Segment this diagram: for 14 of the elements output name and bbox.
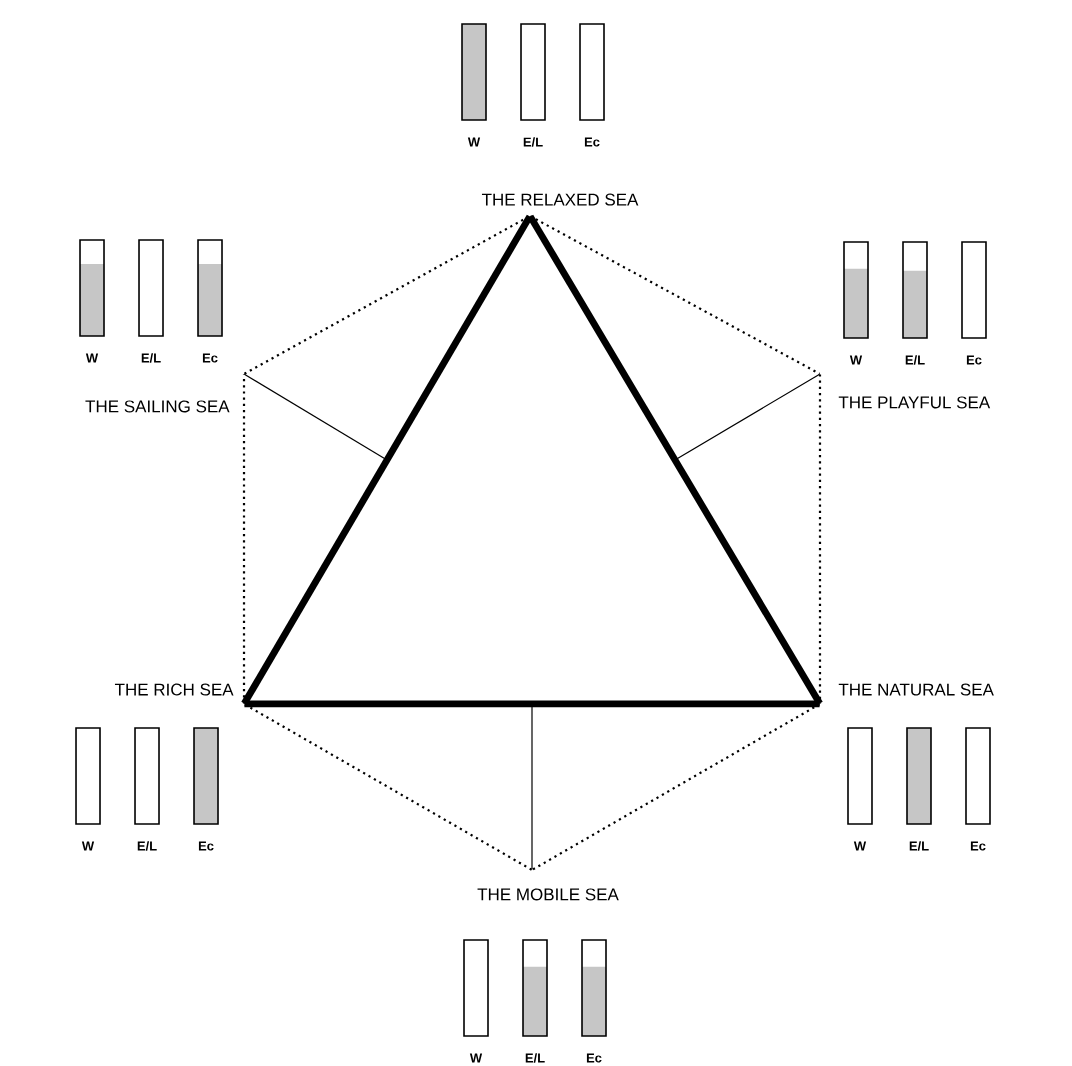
connector-line <box>531 703 533 871</box>
triangle-side <box>244 700 820 708</box>
dotted-line <box>242 374 246 704</box>
triangle-side <box>527 214 823 706</box>
dotted-line <box>818 374 822 704</box>
connector-line <box>674 373 821 461</box>
connector-line <box>243 373 388 461</box>
sea-label: THE PLAYFUL SEA <box>838 396 991 409</box>
sea-label: THE RELAXED SEA <box>481 193 639 206</box>
triangle-side <box>241 214 533 706</box>
sea-label: THE MOBILE SEA <box>477 888 619 901</box>
sea-label: THE SAILING SEA <box>85 400 230 413</box>
sea-label: THE NATURAL SEA <box>838 683 994 696</box>
sea-label: THE RICH SEA <box>114 683 234 696</box>
